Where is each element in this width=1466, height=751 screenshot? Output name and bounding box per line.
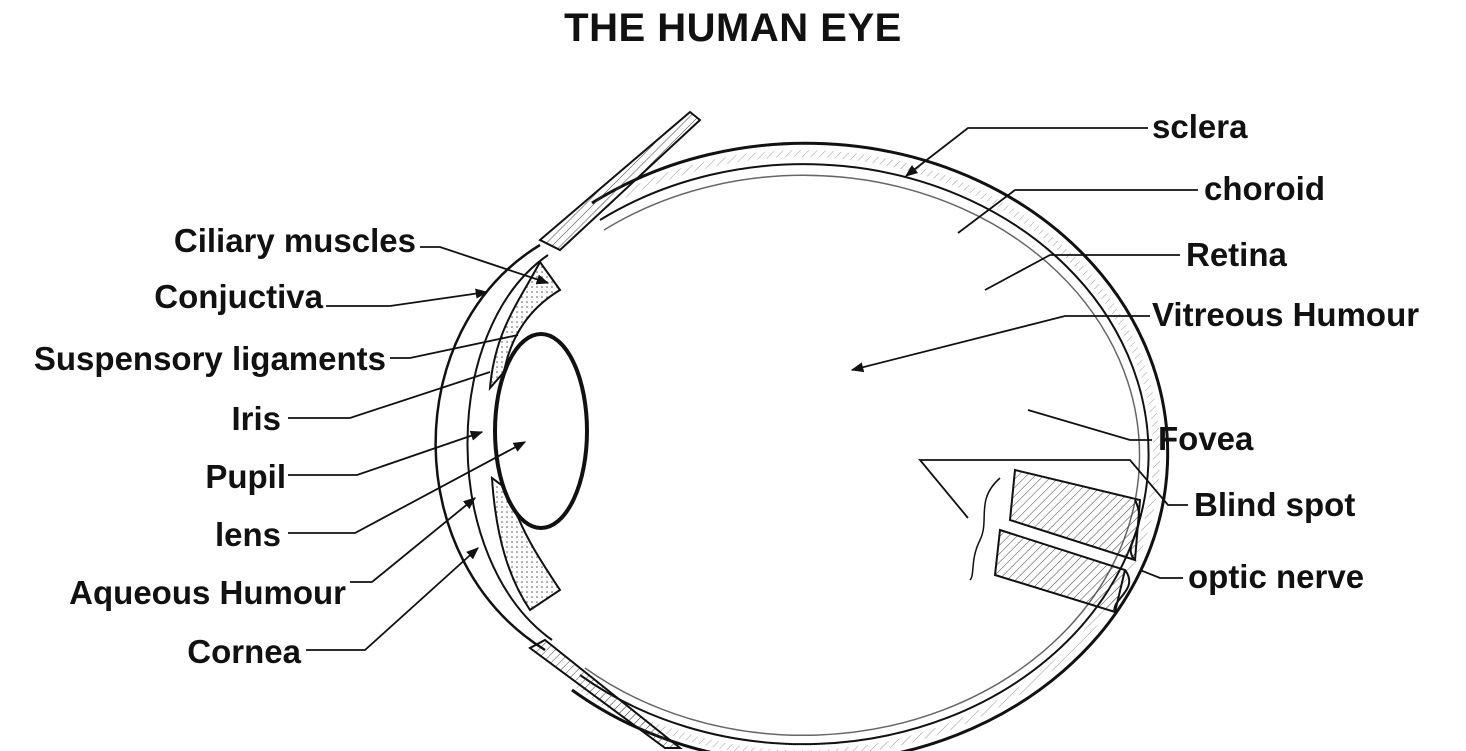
label-ciliary-muscles: Ciliary muscles [174,224,416,257]
label-pupil: Pupil [205,460,286,493]
leader-iris [288,372,490,418]
leader-sclera [906,128,1148,176]
label-lens: lens [215,518,281,551]
label-fovea: Fovea [1158,422,1253,455]
label-sclera: sclera [1152,110,1247,143]
label-cornea: Cornea [187,635,301,668]
leader-pupil [288,432,482,475]
label-conjuctiva: Conjuctiva [154,280,323,313]
lens [495,334,587,528]
label-choroid: choroid [1204,172,1325,205]
label-suspensory-ligaments: Suspensory ligaments [34,342,386,375]
label-optic-nerve: optic nerve [1188,560,1364,593]
leader-conjuctiva [326,292,487,306]
label-aqueous-humour: Aqueous Humour [69,576,346,609]
leader-lens [288,442,525,533]
eyeball [530,112,1168,751]
label-blind-spot: Blind spot [1194,488,1355,521]
leader-vitreous-humour [852,316,1150,370]
leader-aqueous-humour [350,498,475,582]
label-retina: Retina [1186,238,1287,271]
label-iris: Iris [231,402,281,435]
optic-nerve [995,470,1140,612]
leader-fovea [1028,410,1152,440]
label-vitreous-humour: Vitreous Humour [1152,298,1419,331]
leader-optic-nerve [1140,570,1183,578]
